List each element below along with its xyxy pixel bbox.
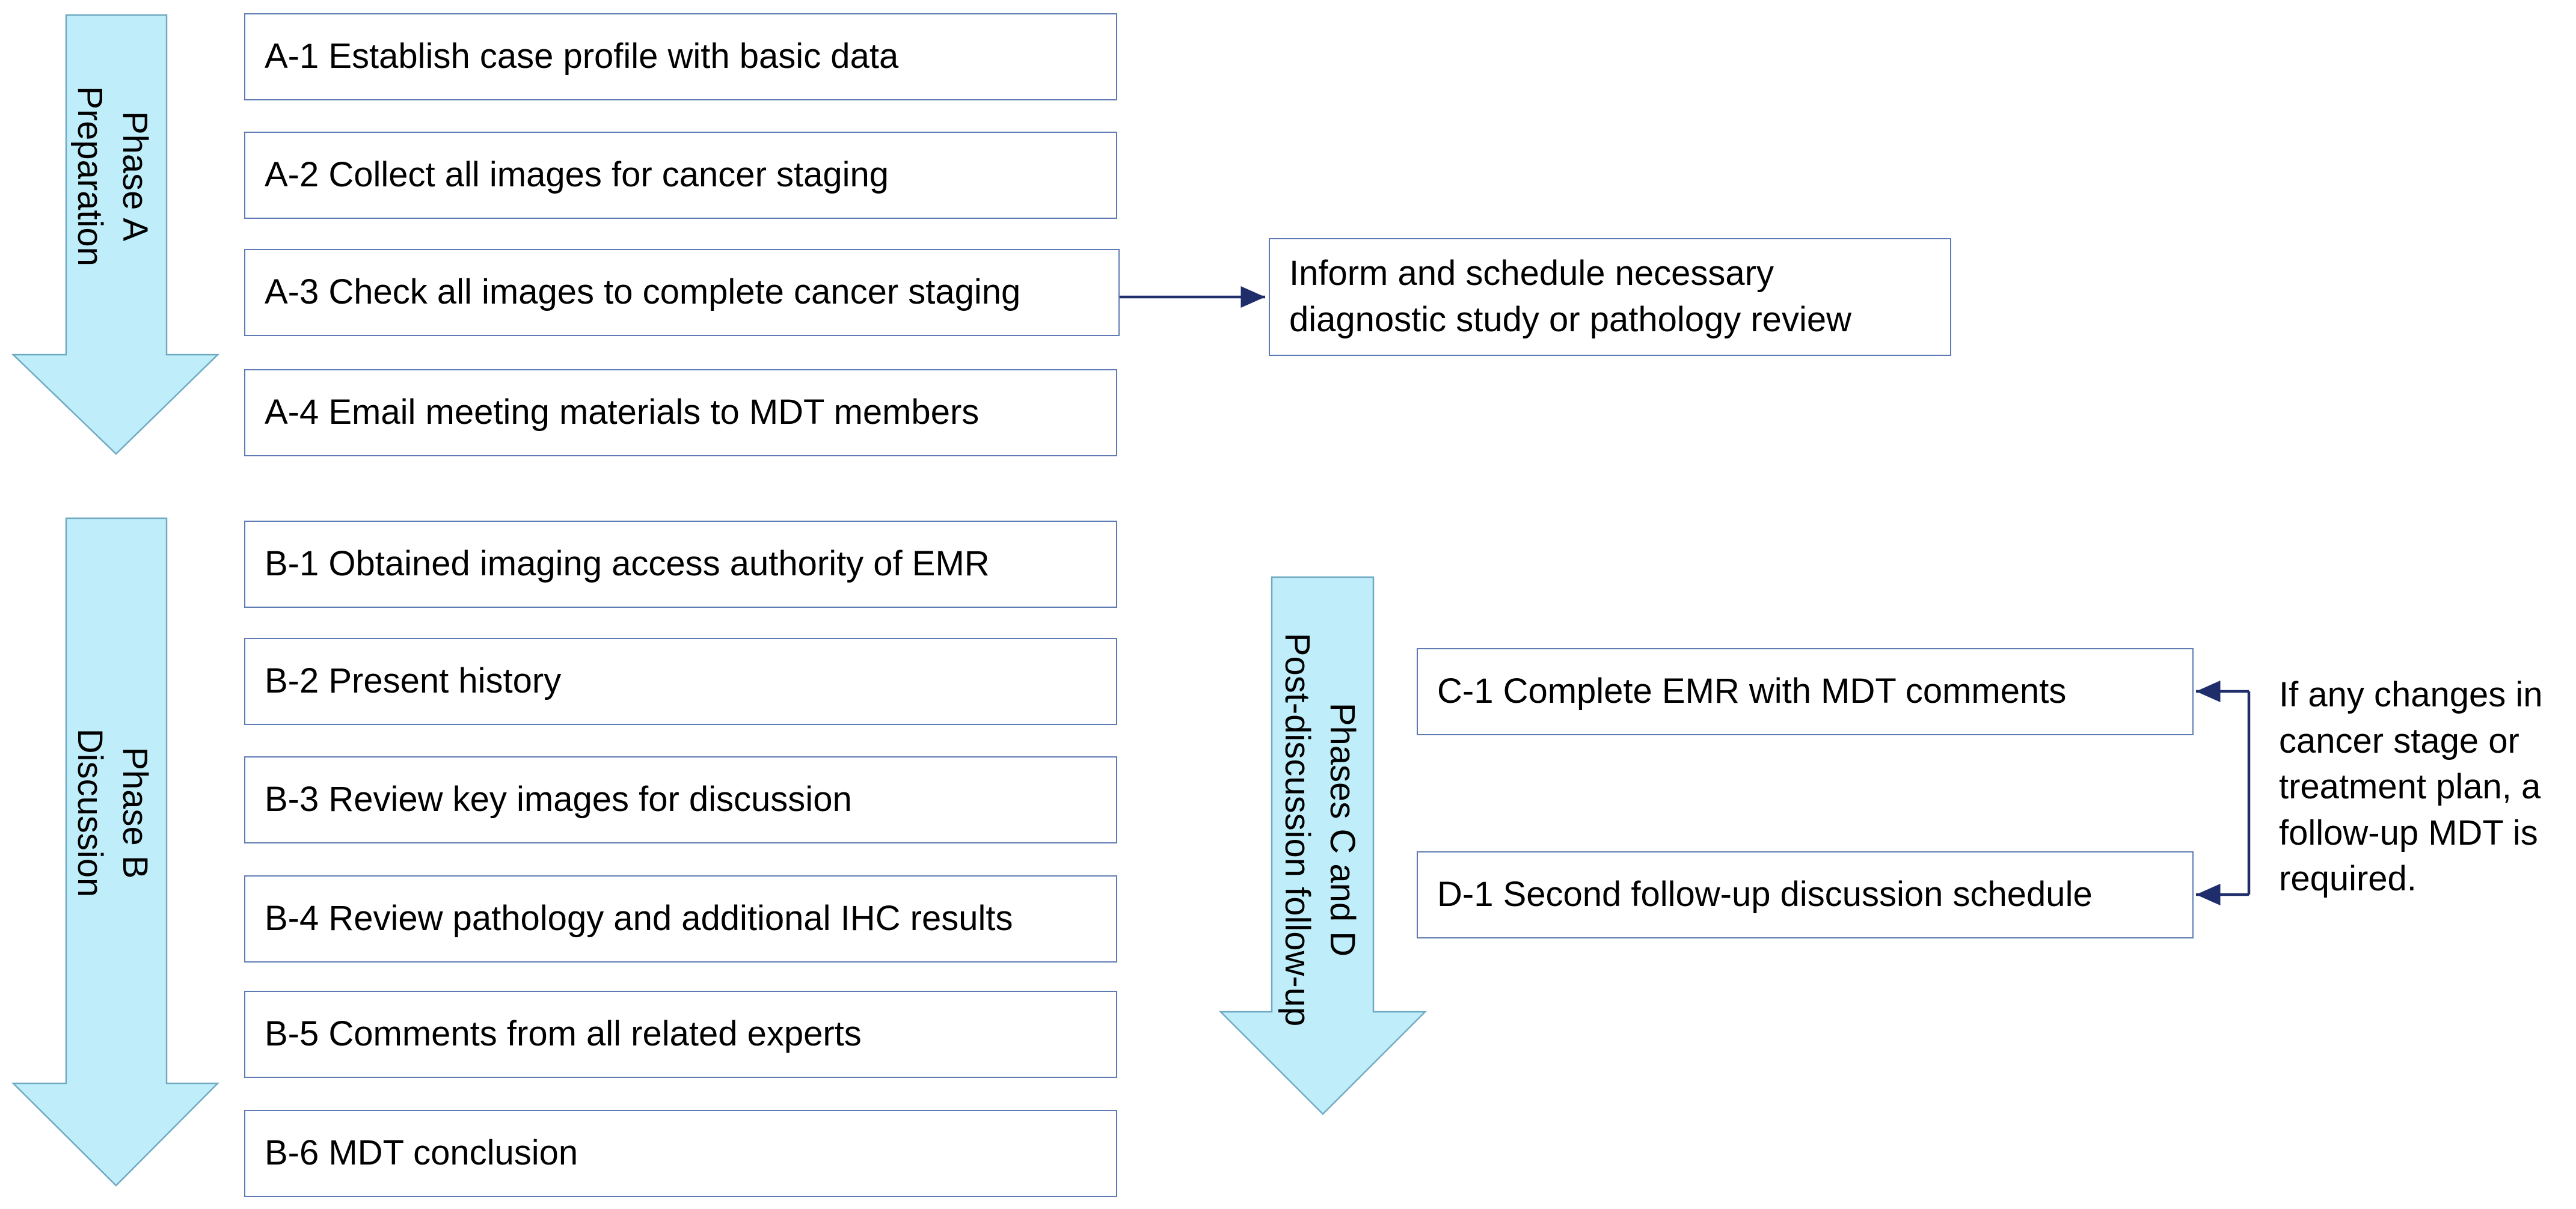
note-line-1: If any changes in bbox=[2279, 675, 2543, 714]
phase-b-subtitle: Discussion bbox=[70, 728, 109, 898]
step-d1-box: D-1 Second follow-up discussion schedule bbox=[1417, 851, 2194, 938]
step-a1-text: A-1 Establish case profile with basic da… bbox=[265, 37, 899, 76]
phase-b-arrow bbox=[11, 517, 220, 1187]
step-b1-text: B-1 Obtained imaging access authority of… bbox=[265, 544, 990, 584]
step-a2-box: A-2 Collect all images for cancer stagin… bbox=[244, 132, 1117, 219]
step-a2-text: A-2 Collect all images for cancer stagin… bbox=[265, 155, 889, 195]
step-b2-text: B-2 Present history bbox=[265, 661, 562, 701]
phase-cd-arrow bbox=[1218, 576, 1428, 1115]
note-line-5: required. bbox=[2279, 859, 2417, 899]
inform-line-2: diagnostic study or pathology review bbox=[1289, 300, 1851, 339]
step-a3-text: A-3 Check all images to complete cancer … bbox=[265, 272, 1021, 312]
note-line-3: treatment plan, a bbox=[2279, 767, 2541, 807]
step-b4-box: B-4 Review pathology and additional IHC … bbox=[244, 875, 1117, 963]
phase-a-label: Phase A Preparation bbox=[67, 41, 158, 311]
step-b3-box: B-3 Review key images for discussion bbox=[244, 756, 1117, 843]
step-b2-box: B-2 Present history bbox=[244, 638, 1117, 725]
phase-cd-title: Phases C and D bbox=[1323, 702, 1362, 957]
inform-line-1: Inform and schedule necessary bbox=[1289, 254, 1774, 293]
step-b4-text: B-4 Review pathology and additional IHC … bbox=[265, 899, 1013, 938]
step-a4-box: A-4 Email meeting materials to MDT membe… bbox=[244, 369, 1117, 456]
step-a1-box: A-1 Establish case profile with basic da… bbox=[244, 13, 1117, 100]
step-d1-text: D-1 Second follow-up discussion schedule bbox=[1437, 875, 2093, 914]
step-b6-box: B-6 MDT conclusion bbox=[244, 1110, 1117, 1197]
phase-b-label: Phase B Discussion bbox=[67, 632, 158, 993]
phase-cd-label: Phases C and D Post-discussion follow-up bbox=[1274, 601, 1365, 1058]
step-b3-text: B-3 Review key images for discussion bbox=[265, 780, 852, 819]
follow-up-note: If any changes in cancer stage or treatm… bbox=[2279, 672, 2543, 902]
phase-a-arrow bbox=[11, 14, 220, 455]
step-b6-text: B-6 MDT conclusion bbox=[265, 1133, 578, 1173]
step-b5-text: B-5 Comments from all related experts bbox=[265, 1014, 862, 1054]
note-line-2: cancer stage or bbox=[2279, 721, 2519, 761]
step-a4-text: A-4 Email meeting materials to MDT membe… bbox=[265, 393, 980, 432]
phase-a-title: Phase A bbox=[115, 111, 155, 242]
phase-a-subtitle: Preparation bbox=[70, 86, 109, 266]
inform-schedule-box: Inform and schedule necessary diagnostic… bbox=[1269, 238, 1951, 356]
step-c1-box: C-1 Complete EMR with MDT comments bbox=[1417, 648, 2194, 735]
note-line-4: follow-up MDT is bbox=[2279, 813, 2538, 852]
step-c1-text: C-1 Complete EMR with MDT comments bbox=[1437, 672, 2067, 711]
phase-b-title: Phase B bbox=[115, 747, 155, 879]
phase-cd-subtitle: Post-discussion follow-up bbox=[1277, 632, 1317, 1027]
step-b5-box: B-5 Comments from all related experts bbox=[244, 991, 1117, 1078]
step-b1-box: B-1 Obtained imaging access authority of… bbox=[244, 521, 1117, 608]
step-a3-box: A-3 Check all images to complete cancer … bbox=[244, 249, 1120, 336]
